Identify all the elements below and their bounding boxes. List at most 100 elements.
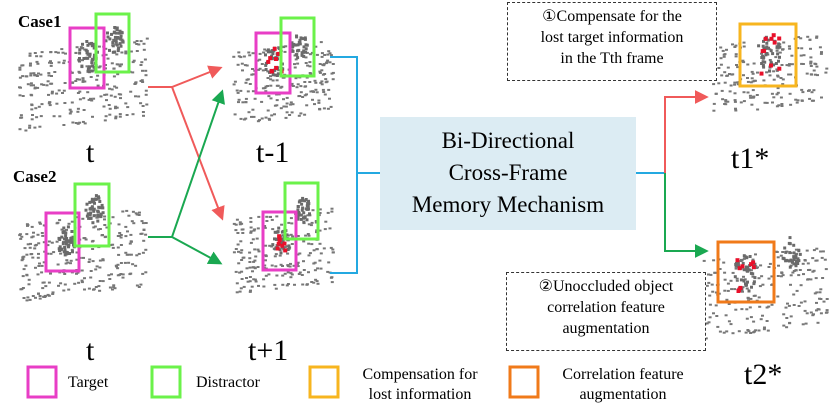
- point-cloud-cluster-dot: [789, 258, 793, 262]
- point-cloud-cluster-dot: [281, 67, 285, 71]
- point-cloud-dot: [806, 278, 810, 281]
- point-cloud-dot: [323, 228, 327, 231]
- point-cloud-dot: [19, 86, 22, 89]
- point-cloud-cluster-dot: [91, 58, 95, 62]
- point-cloud-cluster-dot: [737, 264, 741, 268]
- point-cloud-dot: [240, 270, 244, 273]
- point-cloud-cluster-dot: [88, 200, 92, 204]
- point-cloud-dot: [802, 54, 806, 57]
- point-cloud-dot: [722, 55, 726, 58]
- point-cloud-cluster-dot: [280, 230, 284, 234]
- point-cloud-dot: [296, 62, 300, 65]
- point-cloud-dot: [711, 290, 715, 293]
- point-cloud-dot: [304, 234, 308, 237]
- point-cloud-dot: [789, 73, 793, 76]
- point-cloud-cluster-dot: [65, 239, 68, 243]
- point-cloud-dot: [240, 278, 244, 280]
- point-cloud-cluster-dot: [788, 265, 792, 269]
- point-cloud-dot: [103, 215, 107, 218]
- point-cloud-dot: [62, 289, 66, 292]
- point-cloud-dot: [76, 107, 80, 110]
- point-cloud-dot: [708, 316, 712, 319]
- point-cloud-dot: [37, 292, 40, 295]
- point-cloud-dot: [779, 96, 783, 99]
- point-cloud-dot: [752, 95, 756, 98]
- point-cloud-dot: [269, 78, 273, 81]
- point-cloud-dot: [320, 83, 324, 86]
- point-cloud-dot: [285, 102, 289, 105]
- point-cloud-dot: [800, 47, 804, 50]
- point-cloud-cluster-dot: [304, 43, 308, 47]
- point-cloud-dot: [744, 331, 748, 334]
- point-cloud-dot: [812, 249, 816, 252]
- point-cloud-cluster-dot: [60, 247, 64, 251]
- point-cloud-dot: [61, 51, 65, 54]
- point-cloud-cluster-dot: [273, 237, 276, 241]
- point-cloud-dot: [256, 120, 260, 123]
- point-cloud-dot: [280, 223, 284, 226]
- point-cloud-dot: [240, 259, 244, 261]
- point-cloud-cluster-dot: [82, 57, 86, 60]
- point-cloud-dot: [121, 273, 125, 276]
- point-cloud-dot: [822, 300, 826, 303]
- point-cloud-dot: [751, 331, 755, 334]
- point-cloud-dot: [127, 214, 131, 217]
- point-cloud-dot: [765, 101, 769, 104]
- point-cloud-cluster-dot: [268, 50, 272, 54]
- point-cloud-dot: [145, 103, 149, 106]
- point-cloud-dot: [317, 101, 321, 104]
- point-cloud-dot: [78, 121, 82, 124]
- point-cloud-dot: [103, 119, 107, 122]
- point-cloud-cluster-dot: [295, 53, 299, 57]
- point-cloud-dot: [708, 303, 712, 306]
- point-cloud-dot: [103, 93, 107, 96]
- point-cloud-dot: [707, 281, 711, 284]
- point-cloud-dot: [317, 99, 321, 102]
- point-cloud-dot: [289, 103, 293, 106]
- highlight-point: [282, 241, 287, 246]
- point-cloud-dot: [35, 60, 39, 63]
- point-cloud-dot: [733, 99, 737, 102]
- point-cloud-dot: [805, 72, 809, 75]
- point-cloud-dot: [87, 287, 91, 290]
- point-cloud-dot: [252, 115, 256, 118]
- point-cloud-dot: [746, 297, 750, 300]
- point-cloud-dot: [253, 278, 257, 281]
- highlight-point: [760, 49, 765, 54]
- point-cloud-dot: [41, 287, 45, 290]
- point-cloud-dot: [258, 67, 262, 70]
- legend-compensation-label: Compensation for lost information: [350, 365, 490, 405]
- point-cloud-cluster-dot: [119, 34, 123, 38]
- point-cloud-cluster-dot: [84, 208, 88, 212]
- point-cloud-dot: [751, 96, 755, 99]
- point-cloud-cluster-dot: [296, 205, 300, 209]
- highlight-point: [735, 258, 740, 263]
- point-cloud-dot: [19, 288, 23, 291]
- point-cloud-dot: [312, 281, 316, 284]
- point-cloud-dot: [735, 279, 739, 282]
- point-cloud-dot: [790, 54, 794, 57]
- highlight-point: [771, 33, 776, 38]
- point-cloud-dot: [116, 263, 120, 266]
- point-cloud-dot: [79, 46, 83, 49]
- point-cloud-cluster-dot: [307, 199, 310, 203]
- point-cloud-cluster-dot: [77, 58, 81, 62]
- point-cloud-dot: [782, 41, 786, 44]
- point-cloud-dot: [76, 122, 80, 125]
- point-cloud-dot: [64, 52, 67, 55]
- point-cloud-dot: [104, 115, 108, 118]
- point-cloud-dot: [316, 282, 320, 285]
- point-cloud-dot: [241, 228, 245, 231]
- point-cloud-dot: [296, 253, 300, 256]
- point-cloud-dot: [248, 276, 252, 278]
- point-cloud-dot: [82, 237, 86, 240]
- point-cloud-dot: [767, 266, 771, 268]
- point-cloud-cluster-dot: [91, 64, 95, 68]
- point-cloud-dot: [297, 114, 301, 117]
- point-cloud-cluster-dot: [96, 214, 100, 218]
- point-cloud-dot: [295, 86, 299, 89]
- point-cloud-cluster-dot: [112, 31, 116, 35]
- point-cloud-cluster-dot: [58, 238, 62, 241]
- point-cloud-dot: [326, 53, 330, 56]
